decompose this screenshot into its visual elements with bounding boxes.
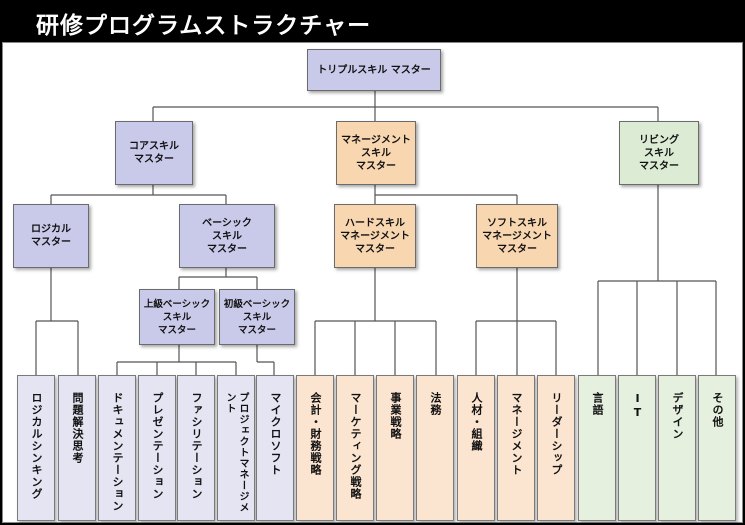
leaf-logical-thinking: ロジカルシンキング — [17, 375, 55, 521]
connector-lines — [35, 90, 717, 375]
leaf-label: プロジェクトマネージメント — [224, 392, 248, 513]
advanced-basic-skill-master-box: 上級ベーシック スキル マスター — [139, 289, 215, 345]
leaf-documentation: ドキュメンテーション — [98, 375, 136, 521]
leaf-leadership: リーダーシップ — [537, 375, 575, 521]
triple-skill-master-box: トリプルスキル マスター — [307, 49, 441, 91]
title-bar: 研修プログラムストラクチャー — [0, 0, 745, 42]
logical-master-box: ロジカル マスター — [13, 204, 89, 268]
leaf-problem-solving: 問題解決思考 — [58, 375, 96, 521]
leaf-microsoft: マイクロソフト — [256, 375, 294, 521]
leaf-label: 法務 — [429, 392, 442, 416]
page-title: 研修プログラムストラクチャー — [36, 13, 372, 39]
leaf-label: 事業戦略 — [389, 392, 402, 440]
leaf-language: 言語 — [578, 375, 616, 521]
leaf-label: 問題解決思考 — [71, 392, 84, 464]
leaf-label: ドキュメンテーション — [111, 392, 124, 512]
leaf-label: マイクロソフト — [269, 392, 282, 476]
leaf-legal: 法務 — [416, 375, 454, 521]
leaf-label: 言語 — [591, 392, 604, 416]
leaf-label: デザイン — [671, 392, 684, 440]
leaf-label: リーダーシップ — [550, 392, 563, 476]
leaf-label: 人材・組織 — [470, 392, 483, 452]
leaf-project-management: プロジェクトマネージメント — [217, 375, 255, 521]
leaf-presentation: プレゼンテーション — [138, 375, 176, 521]
leaf-label: マネージメント — [510, 392, 523, 476]
leaf-label: ロジカルシンキング — [30, 392, 43, 500]
leaf-other: その他 — [698, 375, 736, 521]
leaf-hr-organization: 人材・組織 — [457, 375, 495, 521]
leaf-label: その他 — [711, 392, 724, 428]
beginner-basic-skill-master-box: 初級ベーシック スキル マスター — [219, 289, 295, 345]
leaf-management: マネージメント — [497, 375, 535, 521]
leaf-facilitation: ファシリテーション — [177, 375, 215, 521]
leaf-it: IT — [618, 375, 656, 521]
leaf-business-strategy: 事業戦略 — [376, 375, 414, 521]
leaf-label: マーケティング戦略 — [349, 392, 362, 500]
leaf-design: デザイン — [658, 375, 696, 521]
leaf-label: プレゼンテーション — [151, 392, 164, 500]
leaf-label: IT — [631, 392, 644, 420]
soft-skill-management-master-box: ソフトスキル マネージメント マスター — [476, 204, 558, 268]
management-skill-master-box: マネージメント スキル マスター — [336, 121, 416, 185]
diagram-canvas: トリプルスキル マスター コアスキル マスター マネージメント スキル マスター… — [2, 42, 743, 523]
basic-skill-master-box: ベーシック スキル マスター — [179, 204, 275, 268]
hard-skill-management-master-box: ハードスキル マネージメント マスター — [334, 204, 416, 268]
leaf-marketing-strategy: マーケティング戦略 — [336, 375, 374, 521]
leaf-label: 会計・財務戦略 — [309, 392, 322, 476]
living-skill-master-box: リビング スキル マスター — [619, 121, 699, 185]
leaf-accounting-finance: 会計・財務戦略 — [296, 375, 334, 521]
core-skill-master-box: コアスキル マスター — [115, 121, 193, 185]
leaf-label: ファシリテーション — [190, 392, 203, 500]
